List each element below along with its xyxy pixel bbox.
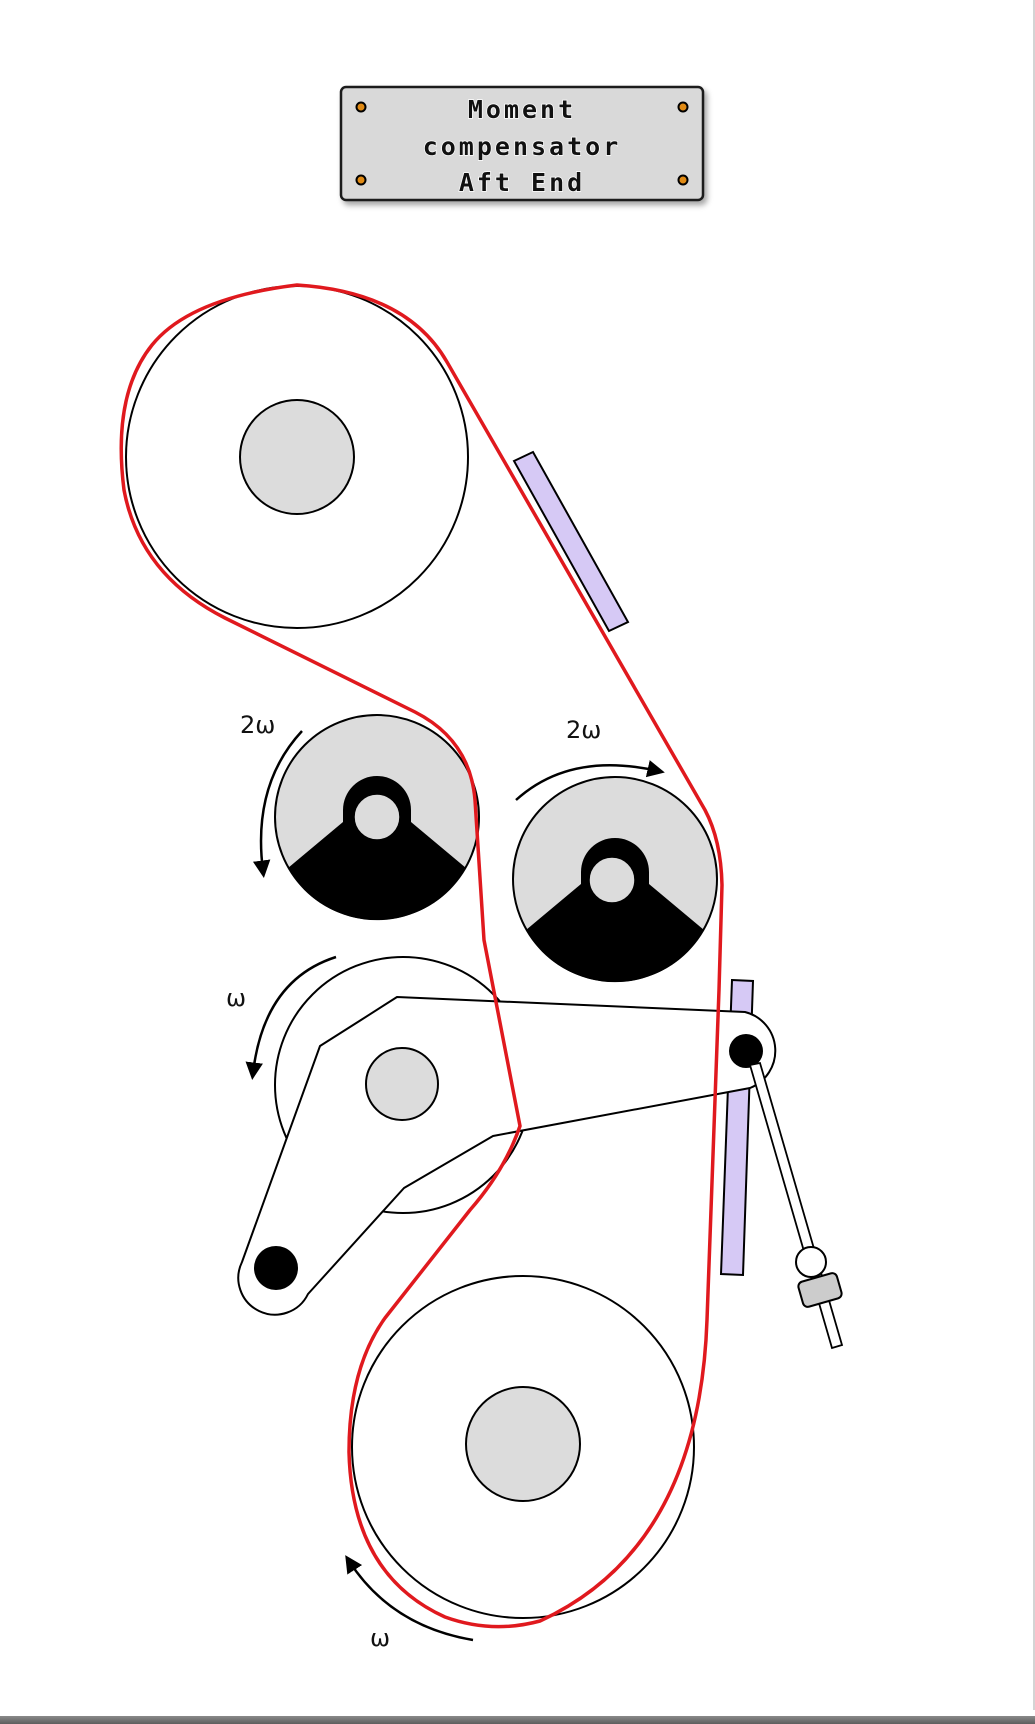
- right-cam-bore: [588, 856, 636, 904]
- plate-body: [339, 85, 705, 202]
- plate-screw-bottom-right: [677, 174, 689, 186]
- name-plate: Moment compensator Aft End: [339, 85, 705, 202]
- tension-arm-lower-pin: [254, 1246, 298, 1290]
- right-cam-counterweight: [526, 838, 704, 983]
- tension-pulley-rotation-arrow: [245, 955, 337, 1080]
- tension-arm-pivot-hub: [365, 1047, 439, 1121]
- right-cam: [512, 776, 718, 983]
- spring-rod: [748, 1061, 844, 1350]
- page-right-edge: [1033, 0, 1035, 1710]
- plate-screw-top-right: [677, 101, 689, 113]
- bottom-pulley: [351, 1275, 695, 1619]
- spring-rod-shaft: [748, 1061, 844, 1350]
- spring-rod-eye: [795, 1246, 827, 1278]
- left-cam-speed-label: 2ω: [240, 711, 275, 739]
- tension-pulley-speed-label: ω: [226, 984, 246, 1012]
- drive-belt: [119, 283, 724, 1629]
- top-pulley-hub: [239, 399, 355, 515]
- left-cam-rotation-arrow: [252, 730, 303, 878]
- plate-screw-bottom-left: [355, 174, 367, 186]
- tension-arm: [237, 996, 777, 1316]
- bottom-pulley-rotation-arrow: [345, 1555, 474, 1642]
- bottom-pulley-speed-label: ω: [370, 1624, 390, 1652]
- right-cam-rotation-arrow: [515, 760, 665, 801]
- spring-rod-nut: [797, 1272, 843, 1308]
- tension-arm-end-pin: [729, 1034, 763, 1068]
- top-pulley: [125, 285, 469, 629]
- window-bottom-bar: [0, 1716, 1035, 1724]
- upper-guide-rail: [512, 450, 630, 633]
- left-cam-bore: [353, 793, 401, 841]
- bottom-pulley-hub: [465, 1386, 581, 1502]
- plate-screw-top-left: [355, 101, 367, 113]
- plate-title-line-2: compensator: [423, 132, 622, 161]
- left-cam: [274, 714, 480, 921]
- left-cam-counterweight: [288, 776, 466, 921]
- plate-title-line-1: Moment: [468, 95, 576, 124]
- plate-title-line-3: Aft End: [459, 168, 585, 197]
- right-cam-speed-label: 2ω: [566, 716, 601, 744]
